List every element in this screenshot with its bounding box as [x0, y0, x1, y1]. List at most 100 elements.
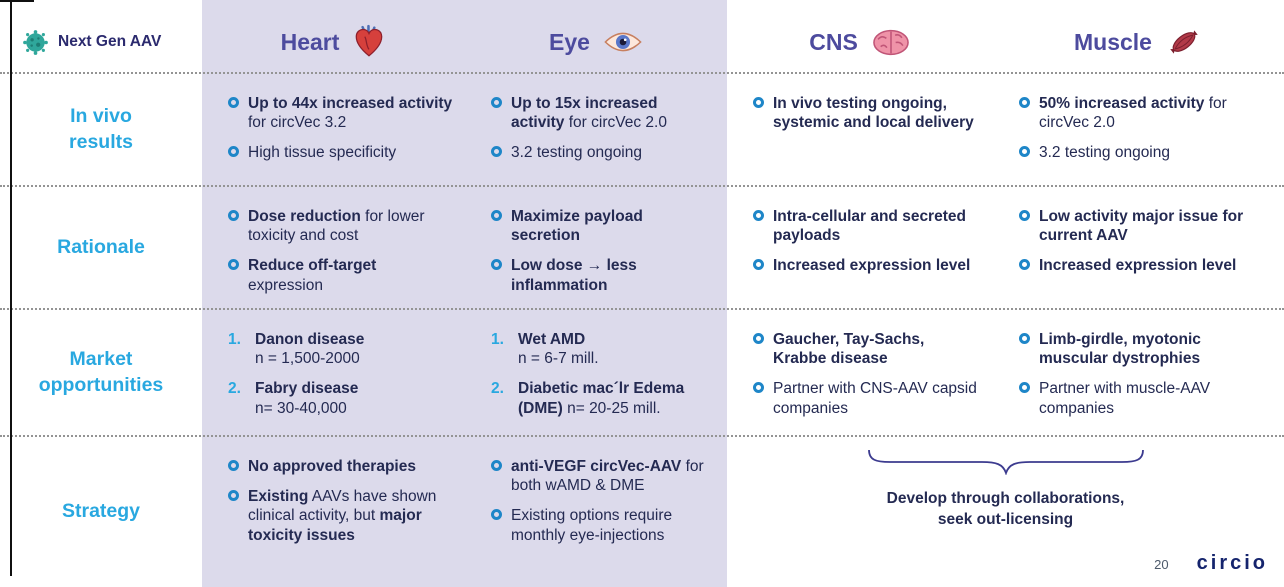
bullet-item: Limb-girdle, myotonic muscular dystrophi… — [1019, 330, 1272, 368]
bullet-icon — [753, 333, 764, 344]
item-text: Dose reduction for lower toxicity and co… — [248, 208, 425, 245]
bullet-item: In vivo testing ongoing, systemic and lo… — [753, 94, 981, 132]
bullet-icon — [228, 97, 239, 108]
brain-icon — [871, 27, 911, 58]
bullet-icon — [753, 382, 764, 394]
footer: 20 circio — [1154, 552, 1268, 575]
cell-invivo-heart: Up to 44x increased activity for circVec… — [202, 74, 465, 185]
row-label-strategy: Strategy — [61, 500, 141, 523]
item-text: Partner with CNS-AAV capsid companies — [773, 380, 977, 417]
item-text: Up to 44x increased activity for circVec… — [248, 95, 453, 132]
bullet-icon — [1019, 146, 1030, 158]
item-text: Reduce off-target expression — [248, 257, 377, 294]
bullet-item: Reduce off-target expression — [228, 256, 453, 294]
row-label-rationale: Rationale — [57, 235, 145, 258]
strategy-merged-text: Develop through collaborations, seek out… — [886, 490, 1125, 528]
page-number: 20 — [1154, 557, 1169, 572]
bullet-icon — [491, 509, 502, 521]
cell-strategy-cns-muscle: Develop through collaborations, seek out… — [727, 437, 1284, 587]
bullet-item: Maximize payload secretion — [491, 207, 715, 245]
row-label-market-opportunities: Market opportunities — [38, 348, 164, 396]
bullet-icon — [228, 490, 239, 502]
bullet-icon — [491, 259, 502, 271]
item-number: 2. — [491, 380, 504, 398]
column-header-eye: Eye — [465, 0, 727, 72]
item-number: 1. — [228, 331, 241, 348]
virus-icon — [22, 29, 49, 56]
cell-market-eye: 1. Wet AMD n = 6-7 mill. 2. Diabetic mac´lr… — [465, 310, 727, 435]
item-text: Gaucher, Tay-Sachs, Krabbe disease — [773, 331, 925, 368]
heart-icon — [352, 24, 386, 60]
bullet-icon — [1019, 97, 1030, 108]
cell-rationale-muscle: Low activity major issue for current AAV… — [993, 187, 1284, 308]
item-text: 3.2 testing ongoing — [511, 144, 642, 162]
bullet-icon — [228, 460, 239, 471]
bullet-icon — [491, 460, 502, 471]
bullet-item: Existing options require monthly eye-inj… — [491, 506, 715, 544]
cell-market-muscle: Limb-girdle, myotonic muscular dystrophi… — [993, 310, 1284, 435]
brace-icon — [866, 447, 1146, 475]
numbered-item: 1.Danon disease n = 1,500-2000 — [228, 330, 453, 368]
item-text: Limb-girdle, myotonic muscular dystrophi… — [1039, 331, 1201, 368]
eye-icon — [603, 31, 643, 53]
bullet-icon — [228, 259, 239, 271]
numbered-item: 2.Fabry disease n= 30-40,000 — [228, 379, 453, 417]
column-header-muscle: Muscle — [993, 0, 1284, 72]
cell-invivo-eye: Up to 15x increased activity for circVec… — [465, 74, 727, 185]
bullet-item: Intra-cellular and secreted payloads — [753, 207, 981, 245]
item-text: Low dose → less inflammation — [511, 257, 637, 294]
item-text: Maximize payload secretion — [511, 208, 643, 245]
bullet-icon — [1019, 259, 1030, 271]
item-text: Diabetic mac´lr Edema (DME) n= 20-25 mil… — [518, 380, 685, 417]
bullet-item: Existing AAVs have shown clinical activi… — [228, 487, 453, 545]
bullet-icon — [228, 210, 239, 221]
bullet-item: anti-VEGF circVec-AAV for both wAMD & DM… — [491, 457, 715, 495]
item-text: Intra-cellular and secreted payloads — [773, 208, 966, 245]
item-text: Low activity major issue for current AAV — [1039, 208, 1244, 245]
bullet-item: Partner with CNS-AAV capsid companies — [753, 379, 981, 417]
item-text: 3.2 testing ongoing — [1039, 144, 1170, 162]
item-text: Wet AMD n = 6-7 mill. — [518, 331, 599, 368]
bullet-icon — [753, 97, 764, 108]
item-number: 1. — [491, 331, 504, 348]
item-text: High tissue specificity — [248, 144, 397, 162]
bullet-item: Low dose → less inflammation — [491, 256, 715, 294]
row-market-opportunities: Market opportunities 1.Danon disease n =… — [0, 308, 1284, 435]
slide-edge-line — [10, 0, 12, 576]
bullet-item: 50% increased activity for circVec 2.0 — [1019, 94, 1272, 132]
item-text: Partner with muscle-AAV companies — [1039, 380, 1211, 417]
cell-strategy-eye: anti-VEGF circVec-AAV for both wAMD & DM… — [465, 437, 727, 587]
bullet-item: Increased expression level — [1019, 256, 1272, 275]
item-text: Existing AAVs have shown clinical activi… — [248, 488, 437, 544]
bullet-icon — [1019, 333, 1030, 344]
bullet-item: Up to 15x increased activity for circVec… — [491, 94, 715, 132]
bullet-item: High tissue specificity — [228, 143, 453, 162]
item-text: In vivo testing ongoing, systemic and lo… — [773, 95, 974, 132]
item-text: Increased expression level — [773, 257, 971, 275]
bullet-item: 3.2 testing ongoing — [1019, 143, 1272, 162]
item-text: anti-VEGF circVec-AAV for both wAMD & DM… — [511, 458, 704, 495]
item-text: Fabry disease n= 30-40,000 — [255, 380, 359, 417]
bullet-item: Partner with muscle-AAV companies — [1019, 379, 1272, 417]
column-header-label: Heart — [280, 28, 340, 55]
numbered-item: 1. Wet AMD n = 6-7 mill. — [491, 330, 715, 368]
item-text: Up to 15x increased activity for circVec… — [511, 95, 667, 132]
numbered-item: 2. Diabetic mac´lr Edema (DME) n= 20-25 m… — [491, 379, 715, 417]
item-text: Increased expression level — [1039, 257, 1237, 275]
bullet-item: Gaucher, Tay-Sachs, Krabbe disease — [753, 330, 981, 368]
column-header-label: Muscle — [1074, 28, 1152, 55]
column-header-cns: CNS — [727, 0, 993, 72]
bullet-icon — [753, 210, 764, 221]
item-text: No approved therapies — [248, 458, 416, 475]
brand-title: Next Gen AAV — [58, 33, 162, 50]
column-header-heart: Heart — [202, 0, 465, 72]
bullet-icon — [753, 259, 764, 271]
bullet-icon — [491, 210, 502, 221]
bullet-item: Up to 44x increased activity for circVec… — [228, 94, 453, 132]
brand: Next Gen AAV — [0, 0, 202, 72]
